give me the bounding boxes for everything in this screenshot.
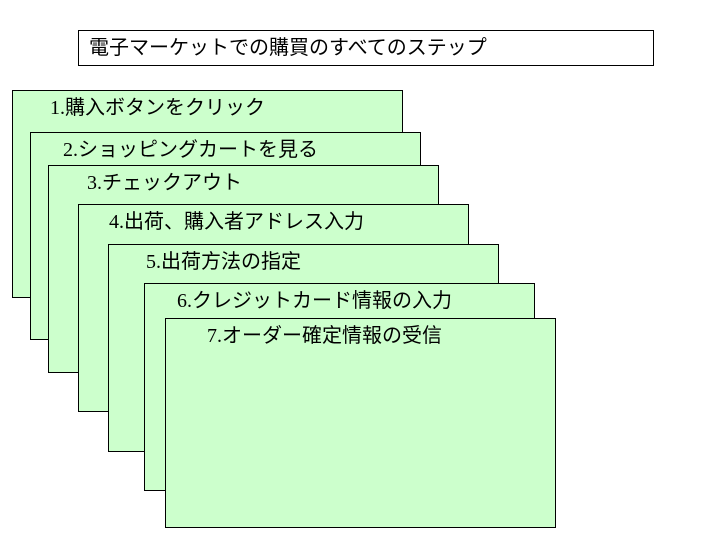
slide-title: 電子マーケットでの購買のすべてのステップ: [78, 30, 654, 66]
step-1-label: 1.購入ボタンをクリック: [50, 97, 265, 119]
step-7-label: 7.オーダー確定情報の受信: [207, 325, 442, 347]
step-4-label: 4.出荷、購入者アドレス入力: [109, 211, 364, 233]
step-2-label: 2.ショッピングカートを見る: [63, 139, 318, 161]
step-3-label: 3.チェックアウト: [87, 172, 242, 194]
step-7-box: 7.オーダー確定情報の受信: [165, 318, 556, 528]
step-6-label: 6.クレジットカード情報の入力: [177, 290, 452, 312]
step-5-label: 5.出荷方法の指定: [146, 251, 301, 273]
